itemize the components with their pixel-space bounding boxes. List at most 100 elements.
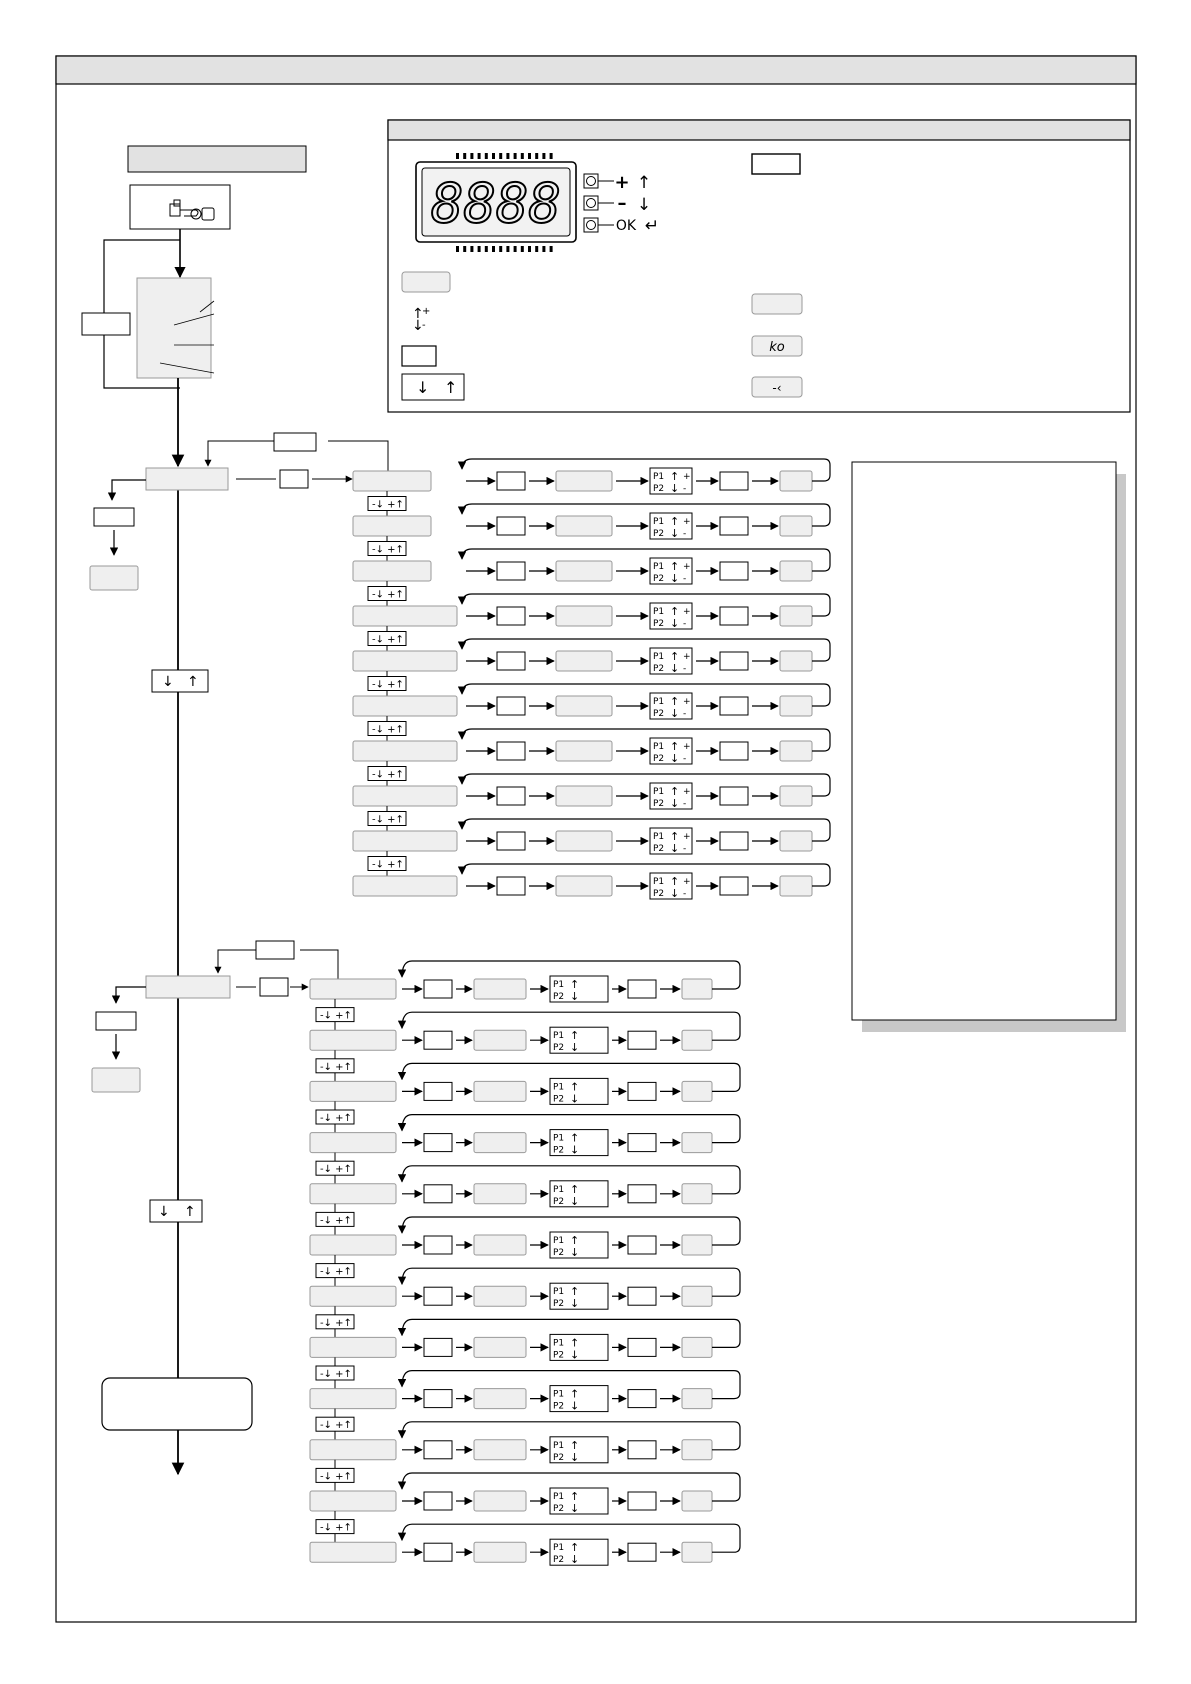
confirm-box: [779, 875, 813, 897]
step-label: -↓ +↑: [320, 1369, 352, 1380]
parameter-name-box[interactable]: [352, 740, 458, 762]
parameter-name-box[interactable]: [309, 1132, 397, 1154]
return-loop: [397, 1165, 741, 1195]
step-button[interactable]: -↓ +↑: [367, 856, 407, 871]
section-a-entry-box[interactable]: [145, 467, 229, 491]
step-label: -↓ +↑: [372, 770, 404, 781]
arrow-up-icon: ↑: [670, 785, 679, 798]
confirm-box: [779, 605, 813, 627]
step-button[interactable]: -↓ +↑: [367, 766, 407, 781]
key-ok[interactable]: OK ↵: [583, 216, 659, 236]
step-button[interactable]: -↓ +↑: [315, 1519, 355, 1535]
key-ok-label: OK: [616, 218, 637, 234]
lcd-tick: [499, 153, 503, 159]
step-button[interactable]: -↓ +↑: [315, 1160, 355, 1176]
setting-box: [473, 1439, 527, 1461]
return-loop: [457, 638, 831, 662]
legend-enter-box: -‹: [751, 376, 803, 398]
parameter-name-box[interactable]: [309, 1336, 397, 1358]
step-button[interactable]: -↓ +↑: [367, 541, 407, 556]
section-a-scroll-box[interactable]: ↓ ↑: [151, 669, 209, 693]
step-label: -↓ +↑: [320, 1420, 352, 1431]
parameter-name-box[interactable]: [309, 1541, 397, 1563]
step-label: -↓ +↑: [372, 635, 404, 646]
parameter-name-box[interactable]: [309, 1029, 397, 1051]
setting-box: [473, 1080, 527, 1102]
step-button[interactable]: -↓ +↑: [315, 1263, 355, 1279]
parameter-name-box[interactable]: [352, 560, 432, 582]
step-button[interactable]: -↓ +↑: [367, 631, 407, 646]
step-button[interactable]: -↓ +↑: [367, 811, 407, 826]
step-button[interactable]: -↓ +↑: [315, 1058, 355, 1074]
parameter-name-box[interactable]: [309, 1183, 397, 1205]
section-b-scroll-box[interactable]: ↓ ↑: [149, 1199, 203, 1223]
setting-box: [555, 560, 613, 582]
value-box: [627, 1030, 657, 1050]
parameter-name-box[interactable]: [309, 1490, 397, 1512]
step-button[interactable]: -↓ +↑: [367, 721, 407, 736]
parameter-name-box[interactable]: [309, 978, 397, 1000]
start-key-box: [129, 184, 231, 230]
parameter-name-box[interactable]: [309, 1234, 397, 1256]
parameter-name-box[interactable]: [352, 695, 458, 717]
step-button[interactable]: -↓ +↑: [315, 1109, 355, 1125]
parameter-name-box[interactable]: [352, 650, 458, 672]
step-button[interactable]: -↓ +↑: [315, 1416, 355, 1432]
parameter-name-box[interactable]: [309, 1285, 397, 1307]
return-loop: [457, 683, 831, 707]
parameter-name-box[interactable]: [352, 785, 458, 807]
confirm-box: [681, 1541, 713, 1563]
step-button[interactable]: -↓ +↑: [367, 496, 407, 511]
parameter-name-box[interactable]: [352, 605, 458, 627]
p2-label: P2: [553, 1197, 564, 1207]
arrow-down-icon: ↓: [570, 1502, 579, 1515]
step-button[interactable]: -↓ +↑: [367, 676, 407, 691]
minus-sign: -: [683, 484, 686, 494]
parameter-name-box[interactable]: [309, 1439, 397, 1461]
step-button[interactable]: -↓ +↑: [315, 1007, 355, 1023]
arrow-up-icon: ↑: [570, 1183, 579, 1196]
step-button[interactable]: -↓ +↑: [315, 1314, 355, 1330]
step-button[interactable]: -↓ +↑: [367, 586, 407, 601]
parameter-name-box[interactable]: [309, 1080, 397, 1102]
key-minus[interactable]: – ↓: [583, 193, 651, 215]
value-box: [496, 696, 526, 716]
parameter-name-box[interactable]: [352, 830, 458, 852]
minus-sign: -: [683, 529, 686, 539]
step-button[interactable]: -↓ +↑: [315, 1211, 355, 1227]
step-button[interactable]: -↓ +↑: [315, 1365, 355, 1381]
parameter-name-box[interactable]: [352, 875, 458, 897]
arrow-up-icon: ↑: [570, 1490, 579, 1503]
parameter-name-box[interactable]: [352, 515, 432, 537]
key-plus[interactable]: + ↑: [583, 172, 651, 193]
step-button[interactable]: -↓ +↑: [315, 1467, 355, 1483]
section-b-entry-box[interactable]: [145, 975, 231, 999]
parameter-name-box[interactable]: [352, 470, 432, 492]
parameter-name-box[interactable]: [309, 1388, 397, 1410]
p1-label: P1: [653, 607, 664, 617]
